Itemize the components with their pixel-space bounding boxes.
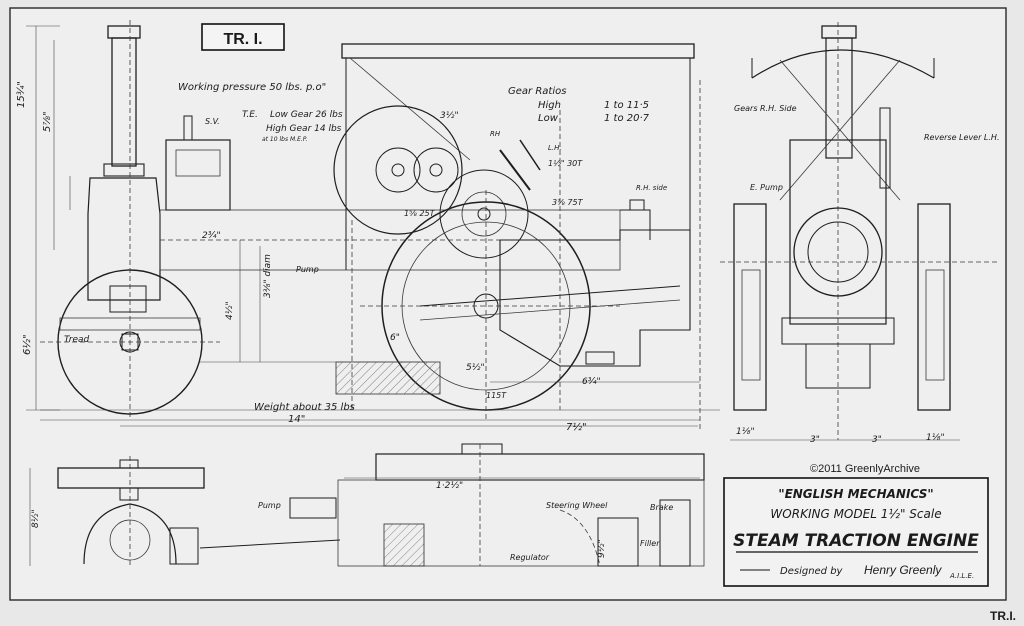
dim-75t: 3⅞ 75T (552, 198, 584, 207)
title-block: "ENGLISH MECHANICS" WORKING MODEL 1½" Sc… (723, 477, 989, 587)
copyright-text: ©2011 GreenlyArchive (810, 463, 920, 475)
note-gear-high-value: 1 to 11·5 (604, 100, 649, 111)
dim-1-125-right: 1⅛" (926, 433, 945, 443)
note-te-high: High Gear 14 lbs (266, 124, 342, 134)
note-te-low: Low Gear 26 lbs (270, 110, 343, 120)
dim-6-75: 6¾" (582, 377, 601, 387)
dim-1-125-left: 1⅛" (736, 427, 755, 437)
label-pump-plan: Pump (258, 501, 281, 510)
title-designed-by: Designed by (780, 566, 844, 577)
title-line-2: WORKING MODEL 1½" Scale (770, 507, 941, 521)
designer-signature: Henry Greenly (864, 563, 942, 577)
note-gears-side: Gears R.H. Side (734, 104, 797, 113)
dim-2-75: 2¾" (202, 231, 221, 241)
dim-3-a: 3" (810, 435, 820, 445)
dim-3-375: 3⅜" diam (263, 254, 273, 298)
dim-15-75: 15¾" (16, 81, 27, 108)
note-gear-high-label: High (538, 100, 561, 111)
label-sv: S.V. (205, 117, 220, 126)
label-rh-side: R.H. side (636, 184, 667, 192)
label-rh: RH (490, 130, 501, 138)
label-lh: L.H. (548, 144, 562, 152)
note-weight: Weight about 35 lbs (254, 402, 355, 413)
plan-view: 8½" 1·2½" Pump Steering Wheel Brake Fill… (29, 443, 705, 568)
dim-30t: 1½" 30T (548, 159, 583, 168)
dim-14: 14" (288, 414, 305, 425)
note-gear-low-label: Low (538, 113, 559, 124)
label-brake: Brake (650, 503, 673, 512)
label-steering-wheel: Steering Wheel (546, 501, 608, 510)
title-suffix: A.I.L.E. (949, 572, 974, 580)
dim-1-25: 1·2½" (436, 481, 463, 491)
note-working-pressure: Working pressure 50 lbs. p.o" (178, 82, 326, 93)
dim-3-5: 3½" (440, 111, 459, 121)
title-line-1: "ENGLISH MECHANICS" (778, 487, 933, 501)
dim-3-b: 3" (872, 435, 882, 445)
label-pump-main: Pump (296, 265, 319, 274)
label-tread: Tread (64, 335, 90, 345)
main-elevation: Working pressure 50 lbs. p.o" T.E. Low G… (40, 43, 720, 433)
dim-5-5: 5½" (466, 363, 485, 373)
sheet-tag-text: TR. I. (223, 31, 262, 48)
dim-5-875: 5⅞" (42, 111, 53, 132)
sheet-tag: TR. I. (201, 23, 285, 51)
corner-tag: TR.I. (990, 609, 1016, 623)
dim-9-5: 9½" (597, 539, 607, 558)
note-gear-ratios-title: Gear Ratios (508, 86, 566, 97)
dim-25t: 1⅝ 25T (404, 209, 436, 218)
note-gear-low-value: 1 to 20·7 (604, 113, 650, 124)
label-regulator: Regulator (510, 553, 550, 562)
dim-6-5: 6½" (21, 334, 33, 355)
label-e-pump: E. Pump (750, 183, 783, 192)
front-elevation-right: Gears R.H. Side Reverse Lever L.H. E. Pu… (720, 22, 1000, 445)
dim-4-5: 4½" (225, 301, 235, 320)
note-reverse-lever: Reverse Lever L.H. (924, 133, 999, 142)
dim-8-5: 8½" (31, 509, 41, 528)
label-filler: Filler (640, 539, 660, 548)
dim-7-5: 7½" (566, 421, 587, 433)
note-te-label: T.E. (242, 110, 258, 120)
dim-115t: 115T (486, 391, 507, 400)
dim-6: 6" (390, 333, 400, 343)
title-line-3: STEAM TRACTION ENGINE (733, 531, 979, 551)
note-te-sub: at 10 lbs M.E.P. (262, 136, 308, 143)
side-elevation-left: S.V. 15¾" 5⅞" 6½" Tread (16, 20, 231, 420)
